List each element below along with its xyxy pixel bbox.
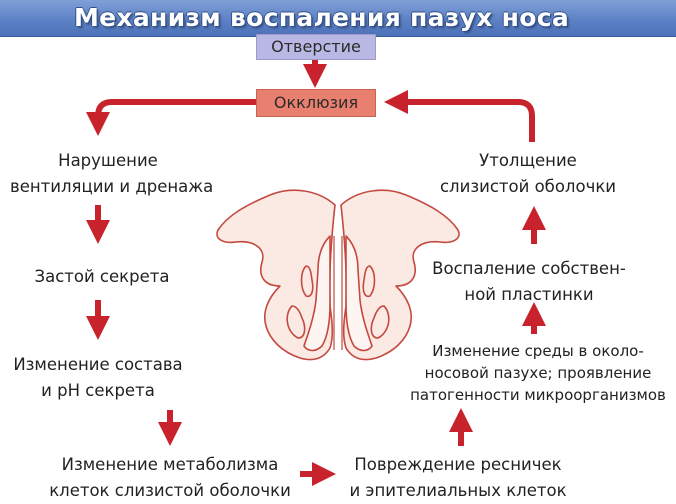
node-line: ной пластинки xyxy=(464,285,594,304)
node-line: Изменение среды в около- xyxy=(432,342,644,360)
node-ventilation-disorder: Нарушение вентиляции и дренажа xyxy=(10,148,213,200)
node-line: Застой секрета xyxy=(34,267,170,286)
node-secretion-stasis: Застой секрета xyxy=(32,264,172,290)
node-occlusion: Окклюзия xyxy=(256,89,376,117)
node-line: Изменение состава xyxy=(13,355,183,374)
node-line: и pH секрета xyxy=(41,381,155,400)
node-line: носовой пазухе; проявление xyxy=(424,364,652,382)
diagram-title: Механизм воспаления пазух носа xyxy=(74,3,569,32)
node-opening: Отверстие xyxy=(256,34,376,60)
arrow-right-to-occlusion xyxy=(384,90,535,142)
node-cilia-damage: Повреждение ресничек и эпителиальных кле… xyxy=(336,452,580,504)
node-line: вентиляции и дренажа xyxy=(10,177,214,196)
title-bar: Механизм воспаления пазух носа xyxy=(0,0,676,37)
flow-arrows xyxy=(86,60,546,486)
node-line: и эпителиальных клеток xyxy=(349,481,567,500)
node-mucosa-thickening: Утолщение слизистой оболочки xyxy=(420,148,636,200)
node-sinus-environment: Изменение среды в около- носовой пазухе;… xyxy=(406,340,670,406)
arrow-occlusion-left xyxy=(86,99,256,136)
node-lamina-inflammation: Воспаление собствен- ной пластинки xyxy=(418,256,640,308)
node-secretion-composition: Изменение состава и pH секрета xyxy=(8,352,188,404)
node-line: Утолщение xyxy=(479,151,577,170)
node-line: слизистой оболочки xyxy=(439,177,617,196)
node-line: Изменение метаболизма xyxy=(61,455,279,474)
node-line: Воспаление собствен- xyxy=(432,259,626,278)
node-cell-metabolism: Изменение метаболизма клеток слизистой о… xyxy=(30,452,310,504)
node-line: патогенности микроорганизмов xyxy=(410,386,666,404)
node-line: Повреждение ресничек xyxy=(354,455,562,474)
sinus-illustration xyxy=(216,189,460,361)
node-line: клеток слизистой оболочки xyxy=(49,481,291,500)
node-line: Нарушение xyxy=(58,151,158,170)
